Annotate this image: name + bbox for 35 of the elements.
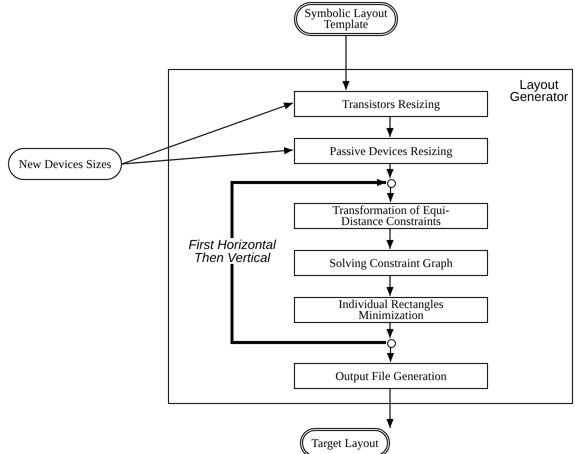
input-pill <box>8 148 122 180</box>
node-label: Transformation of Equi-Distance Constraints <box>332 205 450 227</box>
junction-circle <box>387 339 396 348</box>
terminal-shape <box>300 428 390 454</box>
arrow <box>386 347 394 362</box>
arrow <box>386 163 394 178</box>
node-label: Output File Generation <box>335 370 447 382</box>
junction-circle <box>387 179 396 188</box>
terminal-shape <box>294 2 398 36</box>
process-box <box>294 138 488 164</box>
node-label: Transistors Resizing <box>342 98 440 110</box>
edge-label: First Horizontal Then Vertical <box>188 238 276 264</box>
process-box <box>294 203 488 229</box>
node-label: Target Layout <box>311 438 379 448</box>
process-box <box>294 297 488 323</box>
arrow <box>386 228 394 249</box>
process-box <box>294 91 488 117</box>
arrow <box>122 147 294 165</box>
arrow <box>386 187 394 202</box>
node-label: New Devices Sizes <box>18 158 112 170</box>
arrow <box>122 102 294 165</box>
arrow <box>386 275 394 296</box>
node-label: Symbolic Layout Template <box>304 8 388 30</box>
process-box <box>294 363 488 389</box>
arrow <box>342 36 350 90</box>
arrow <box>386 388 394 428</box>
process-box <box>294 250 488 276</box>
arrow <box>230 178 386 344</box>
node-label: Passive Devices Resizing <box>330 146 452 156</box>
container-box <box>168 69 573 404</box>
arrow <box>386 322 394 338</box>
arrow <box>386 116 394 137</box>
group-heading: Layout Generator <box>509 79 569 103</box>
node-label: Solving Constraint Graph <box>329 258 453 268</box>
node-label: Individual Rectangles Minimization <box>338 299 444 321</box>
